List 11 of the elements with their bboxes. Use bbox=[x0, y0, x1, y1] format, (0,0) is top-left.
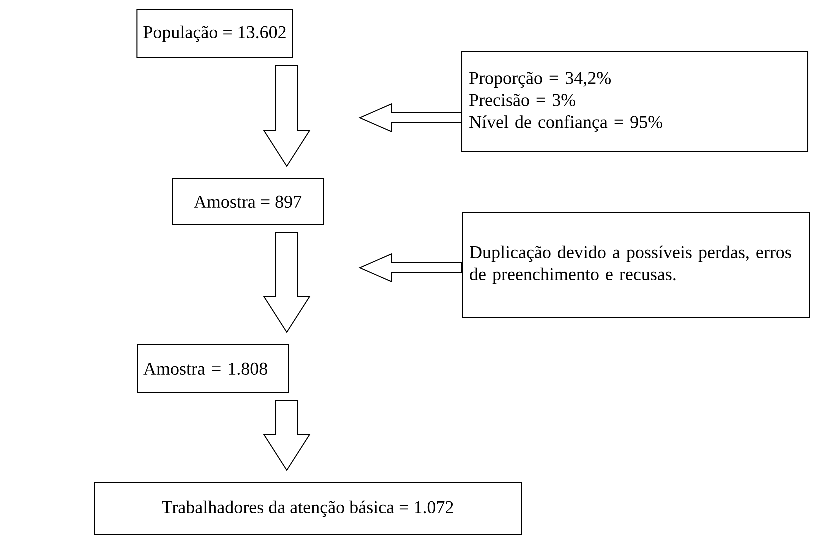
text-box: Duplicação devido a possíveis perdas, erros de preenchimento e recusas. bbox=[462, 212, 810, 318]
block-arrow bbox=[263, 400, 311, 472]
text-box: Amostra = 1.808 bbox=[137, 344, 289, 394]
text-box: População = 13.602 bbox=[136, 10, 294, 58]
block-arrow bbox=[358, 253, 462, 283]
block-arrow bbox=[263, 232, 311, 334]
block-arrow bbox=[358, 103, 462, 133]
text-box: Proporção = 34,2% Precisão = 3% Nível de confiança = 95% bbox=[462, 52, 809, 152]
text-box: Amostra = 897 bbox=[172, 178, 324, 226]
block-arrow bbox=[263, 65, 311, 168]
text-box: Trabalhadores da atenção básica = 1.072 bbox=[94, 482, 522, 536]
